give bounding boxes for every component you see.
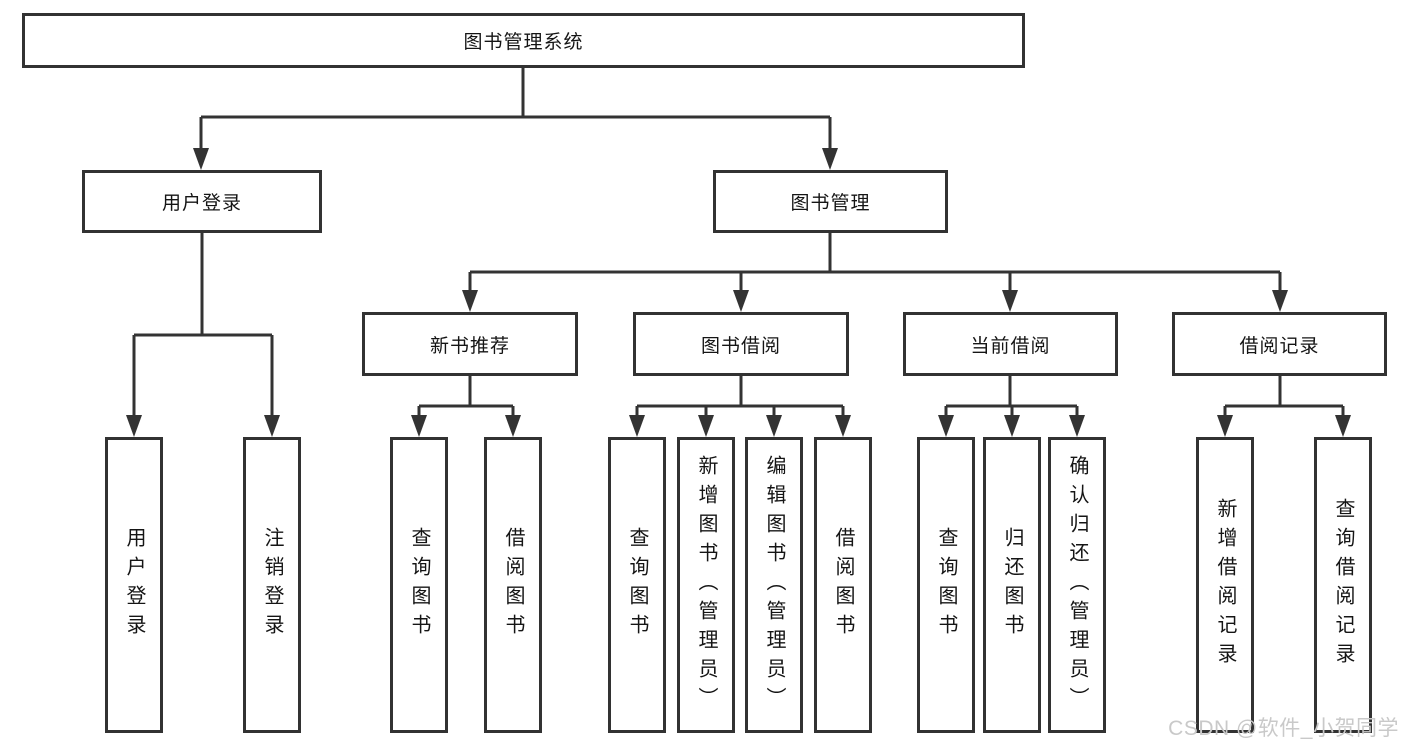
node-user-login: 用户登录: [82, 170, 322, 233]
leaf-return-books: 归还图书: [983, 437, 1041, 733]
leaf-query-books-borrow: 查询图书: [608, 437, 666, 733]
node-library-system: 图书管理系统: [22, 13, 1025, 68]
leaf-logout: 注销登录: [243, 437, 301, 733]
leaf-user-login: 用户登录: [105, 437, 163, 733]
leaf-edit-books-admin: 编辑图书（管理员）: [745, 437, 803, 733]
node-borrow-records: 借阅记录: [1172, 312, 1387, 376]
node-new-book-recommend: 新书推荐: [362, 312, 578, 376]
leaf-query-books-current: 查询图书: [917, 437, 975, 733]
node-current-borrow: 当前借阅: [903, 312, 1118, 376]
leaf-borrow-books: 借阅图书: [814, 437, 872, 733]
leaf-add-books-admin: 新增图书（管理员）: [677, 437, 735, 733]
leaf-query-borrow-record: 查询借阅记录: [1314, 437, 1372, 733]
arrowheads: [126, 148, 1351, 437]
leaf-query-books-recommend: 查询图书: [390, 437, 448, 733]
leaf-add-borrow-record: 新增借阅记录: [1196, 437, 1254, 733]
csdn-watermark: CSDN @软件_小贺同学: [1168, 717, 1399, 740]
node-book-management: 图书管理: [713, 170, 948, 233]
leaf-confirm-return-admin: 确认归还（管理员）: [1048, 437, 1106, 733]
node-book-borrow: 图书借阅: [633, 312, 849, 376]
leaf-borrow-books-recommend: 借阅图书: [484, 437, 542, 733]
